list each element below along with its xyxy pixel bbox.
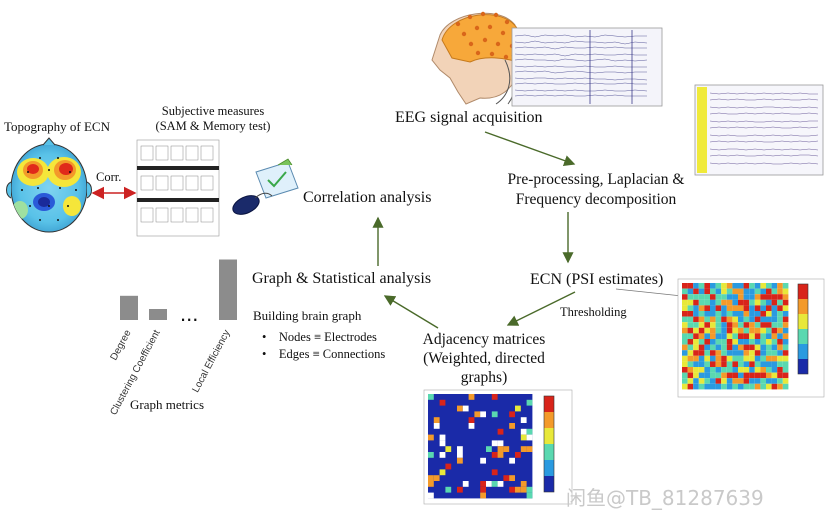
psi-colorbar <box>797 283 809 375</box>
topography-label: Topography of ECN <box>4 119 110 134</box>
bullet-edges: • Edges ≡ Connections <box>262 347 385 362</box>
preprocessing-label-line1: Pre-processing, Laplacian & <box>507 171 685 188</box>
graph-statistical-label: Graph & Statistical analysis <box>252 270 432 287</box>
thresholding-connector <box>615 288 683 297</box>
preprocessing-label-line2: Frequency decomposition <box>515 191 677 208</box>
adjacency-colorbar <box>543 395 555 493</box>
preprocessing-label: Pre-processing, Laplacian & Frequency de… <box>494 170 698 210</box>
eeg-acquisition-label: EEG signal acquisition <box>395 109 543 126</box>
arrow-acq-to-preproc <box>484 131 576 166</box>
adjacency-label-line1: Adjacency matrices <box>422 331 546 348</box>
arrow-ecn-to-adjacency <box>506 291 576 326</box>
corr-label: Corr. <box>96 170 122 184</box>
subjective-line2: (SAM & Memory test) <box>155 119 271 133</box>
metric-bar <box>120 295 138 320</box>
arrow-adjacency-to-graph <box>383 295 439 329</box>
adjacency-label-line2: (Weighted, directed <box>423 350 545 367</box>
subjective-line1: Subjective measures <box>161 104 265 118</box>
bullet-nodes: • Nodes ≡ Electrodes <box>262 330 377 345</box>
nodes-electrodes-text: Nodes ≡ Electrodes <box>278 330 377 344</box>
metric-bar <box>219 259 237 320</box>
bullet-dot: • <box>262 347 267 361</box>
subjective-measures-label: Subjective measures (SAM & Memory test) <box>140 104 286 134</box>
building-brain-graph-label: Building brain graph <box>253 308 362 323</box>
adjacency-label: Adjacency matrices (Weighted, directed g… <box>410 330 558 387</box>
metric-ellipsis: ... <box>180 301 198 326</box>
metric-bar <box>149 309 167 320</box>
correlation-label: Correlation analysis <box>303 189 432 206</box>
watermark: 闲鱼@TB_81287639 <box>566 486 764 510</box>
edges-connections-text: Edges ≡ Connections <box>278 347 386 361</box>
adjacency-label-line3: graphs) <box>460 369 508 386</box>
graph-metrics-label: Graph metrics <box>130 397 205 412</box>
thresholding-label: Thresholding <box>560 305 627 319</box>
bullet-dot: • <box>262 330 267 344</box>
ecn-label: ECN (PSI estimates) <box>530 271 664 288</box>
